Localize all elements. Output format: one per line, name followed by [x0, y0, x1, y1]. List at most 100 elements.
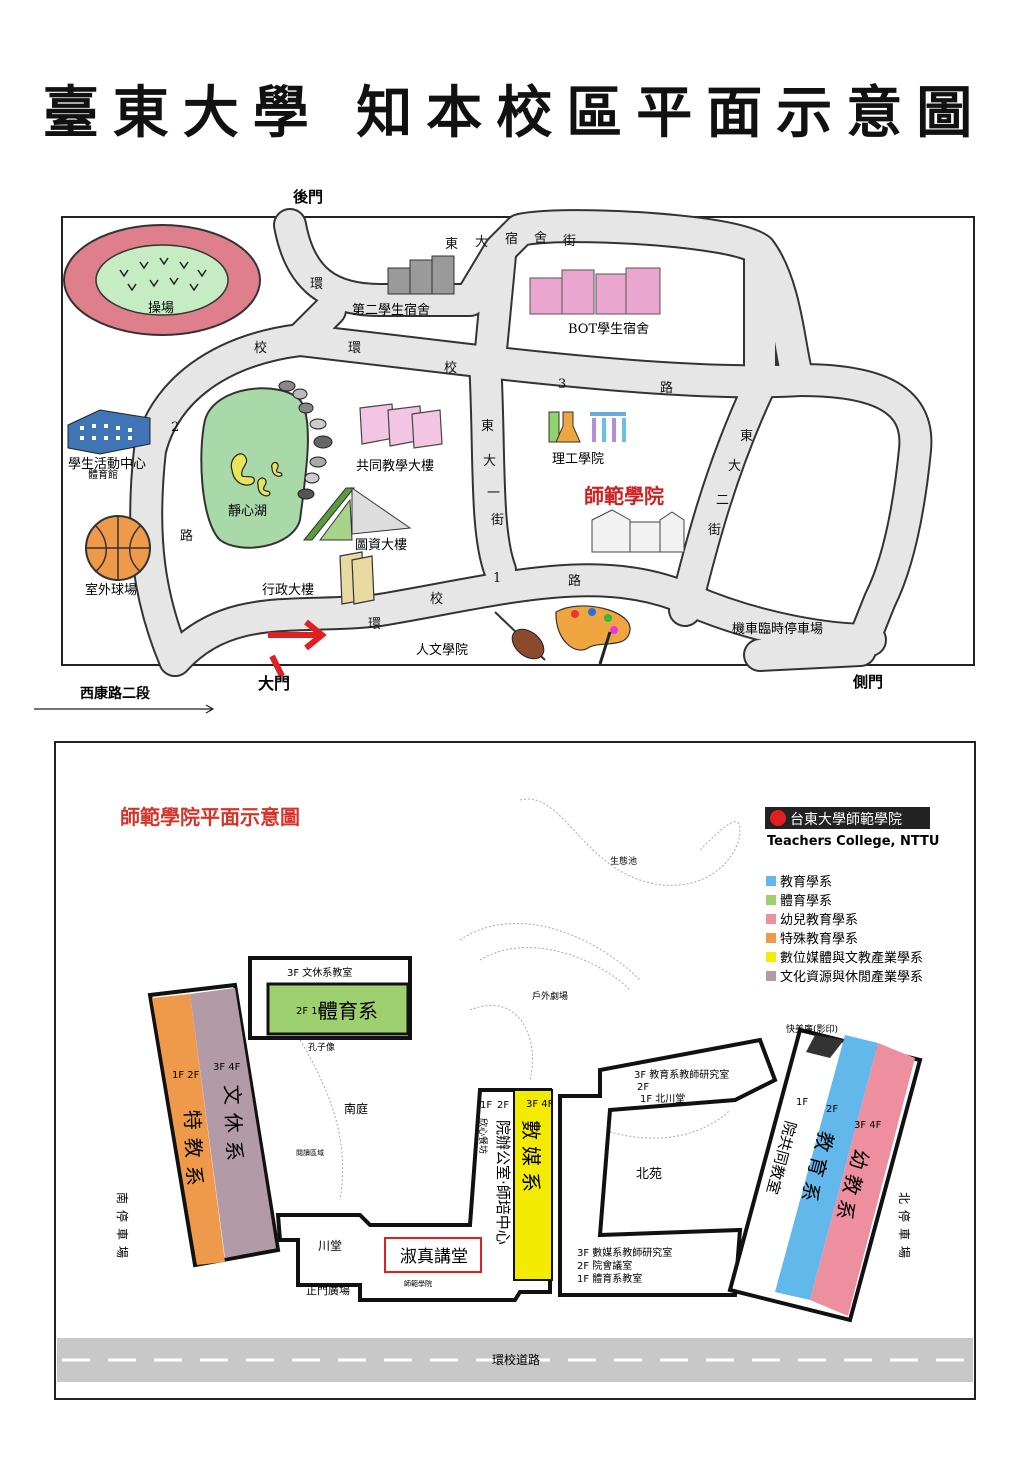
svg-text:宿: 宿 [505, 231, 518, 247]
svg-text:環校道路: 環校道路 [492, 1352, 540, 1367]
page-title: 臺東大學 知本校區平面示意圖 [42, 80, 987, 146]
stones [278, 380, 333, 500]
svg-text:一: 一 [487, 486, 500, 501]
svg-text:3F 4F: 3F 4F [854, 1120, 882, 1131]
cafe: 欣心餐坊 [477, 1118, 489, 1154]
svg-text:1: 1 [493, 571, 501, 586]
svg-text:路: 路 [568, 573, 581, 589]
south-parking: 南停車場 [115, 1192, 130, 1264]
student-center: 學生活動中心 體育館 [67, 409, 151, 481]
svg-text:校: 校 [254, 340, 267, 356]
svg-text:第二學生宿舍: 第二學生宿舍 [352, 302, 430, 318]
outer-road: 西康路二段 [80, 685, 150, 702]
svg-text:體育系: 體育系 [318, 999, 378, 1023]
logo-icon [770, 810, 786, 826]
bot-dorm: BOT學生宿舍 [529, 267, 661, 337]
humanities-college: 人文學院 [416, 605, 631, 665]
street-labels: 東 大 宿 舍 街 環 校 環 校 3 路 2 路 東 大 一 街 東 大 二 … [171, 231, 753, 632]
svg-text:大: 大 [483, 454, 496, 469]
svg-text:路: 路 [180, 528, 193, 544]
svg-text:教育學系: 教育學系 [780, 874, 832, 890]
dongda-1st-street: 東 [481, 418, 494, 434]
svg-text:校: 校 [444, 360, 457, 376]
plan-title: 師範學院平面示意圖 [120, 805, 300, 829]
building-icon [387, 255, 455, 295]
svg-text:理工學院: 理工學院 [552, 452, 604, 467]
svg-text:大: 大 [475, 235, 488, 250]
svg-text:環: 環 [348, 341, 361, 356]
svg-text:舍: 舍 [534, 231, 547, 246]
lake: 靜心湖 [200, 387, 309, 549]
education-building: 快美廉(影印) 1F 2F 3F 4F 院共同教室 教育系 幼教系 [727, 1023, 923, 1323]
teachers-college: 師範學院 [584, 484, 685, 553]
hatched-area [806, 1035, 844, 1058]
arrow-right-icon [34, 704, 215, 714]
east-building: 3F 教育系教師研究室 2F 1F 北川堂 3F 數媒系教師研究室 2F 院會議… [558, 1037, 778, 1297]
svg-text:2F: 2F [497, 1100, 509, 1111]
svg-text:學生活動中心: 學生活動中心 [68, 457, 146, 472]
left-wing: 1F 2F 3F 4F 特教系 文休系 [147, 982, 281, 1268]
pe-building: 3F 文休系教室 2F 1F 體育系 [248, 956, 412, 1040]
sports-field: 操場 [63, 224, 261, 336]
svg-text:共同教學大樓: 共同教學大樓 [356, 458, 434, 474]
svg-text:2F: 2F [637, 1082, 649, 1093]
svg-text:幼兒教育學系: 幼兒教育學系 [780, 912, 858, 928]
svg-text:人文學院: 人文學院 [416, 643, 468, 658]
chuan-hall: 川堂 [318, 1239, 342, 1253]
grass-icon [119, 257, 207, 292]
svg-text:大: 大 [728, 459, 741, 474]
svg-text:3F 4F: 3F 4F [526, 1099, 554, 1110]
svg-text:文休系: 文休系 [220, 1084, 247, 1169]
ring-road-upper: 環 [310, 277, 323, 292]
side-gate: 側門 [852, 673, 883, 691]
svg-text:文化資源與休閒產業學系: 文化資源與休閒產業學系 [780, 969, 923, 985]
dorm2: 第二學生宿舍 [352, 255, 455, 318]
ecology-pond: 生態池 [610, 855, 637, 867]
duck-icon [230, 453, 283, 497]
print-shop: 快美廉(影印) [786, 1023, 838, 1035]
svg-text:2F: 2F [826, 1104, 838, 1115]
shuzhen-hall: 淑真講堂 [400, 1247, 468, 1267]
reading-area: 閱讀區域 [296, 1148, 324, 1157]
svg-text:3F 4F: 3F 4F [213, 1062, 241, 1073]
svg-text:體育館: 體育館 [88, 468, 118, 481]
svg-text:2F 院會議室: 2F 院會議室 [577, 1259, 632, 1272]
svg-text:體育學系: 體育學系 [780, 893, 832, 909]
svg-text:台東大學師範學院: 台東大學師範學院 [790, 811, 902, 828]
svg-text:圖資大樓: 圖資大樓 [355, 538, 407, 553]
ring-road-1: 環 [368, 617, 381, 632]
back-gate: 後門 [292, 188, 323, 206]
svg-text:特殊教育學系: 特殊教育學系 [780, 931, 858, 947]
building-icon [359, 403, 443, 449]
violin-icon [494, 611, 546, 661]
svg-text:街: 街 [491, 513, 504, 528]
svg-text:1F: 1F [480, 1100, 492, 1111]
outdoor-theater: 戶外劇場 [532, 990, 568, 1002]
ring-road: 環校道路 [57, 1338, 973, 1382]
svg-text:室外球場: 室外球場 [85, 582, 137, 598]
dongda-2nd-street: 東 [740, 428, 753, 444]
arrow-icon [268, 619, 327, 678]
svg-text:路: 路 [660, 380, 673, 396]
confucius-statue: 孔子像 [308, 1041, 335, 1053]
library: 圖資大樓 [302, 487, 412, 553]
svg-text:3F 教育系教師研究室: 3F 教育系教師研究室 [634, 1068, 729, 1081]
dean-office: 院辦公室‧師培中心 [494, 1120, 512, 1245]
college-logo: 台東大學師範學院 Teachers College, NTTU [765, 807, 939, 849]
science-college: 理工學院 [548, 411, 626, 467]
flask-icon [548, 411, 626, 443]
svg-text:特教系: 特教系 [180, 1109, 207, 1194]
legend: 教育學系 體育學系 幼兒教育學系 特殊教育學系 數位媒體與文教產業學系 文化資源… [766, 874, 923, 985]
svg-text:BOT學生宿舍: BOT學生宿舍 [568, 321, 649, 337]
building-icon [529, 267, 661, 315]
folder-icon [339, 551, 375, 605]
main-gate: 大門 [258, 674, 290, 693]
campus-map: 東 大 宿 舍 街 環 校 環 校 3 路 2 路 東 大 一 街 東 大 二 … [34, 188, 975, 714]
north-garden: 北苑 [636, 1167, 662, 1182]
main-plaza: 正門廣場 [306, 1283, 350, 1297]
svg-text:街: 街 [563, 234, 576, 249]
pond-sketch [299, 798, 741, 1201]
college-label: 師範學院 [404, 1279, 432, 1288]
dongda-dorm-street: 東 [445, 236, 458, 252]
svg-text:師範學院: 師範學院 [584, 484, 664, 508]
